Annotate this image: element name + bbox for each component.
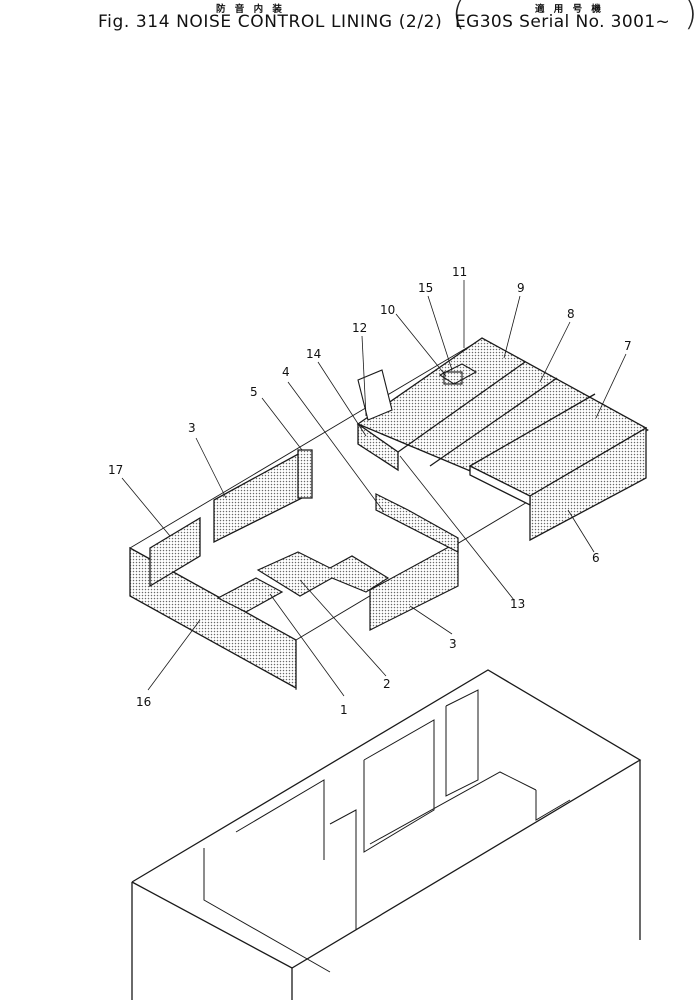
figure-header: 防 音 内 装 適 用 号 機 Fig. 314 NOISE CONTROL L… <box>0 0 698 48</box>
right-paren-glyph: ) <box>684 0 698 34</box>
callout-labels: 1 2 3 3 4 5 6 7 8 9 10 11 12 13 14 15 16… <box>108 265 632 717</box>
japanese-applicability-label: 適 用 号 機 <box>535 4 604 15</box>
callout-13: 13 <box>510 597 525 611</box>
callout-12: 12 <box>352 321 367 335</box>
callout-11: 11 <box>452 265 467 279</box>
callout-10: 10 <box>380 303 395 317</box>
floor-strips <box>216 493 459 631</box>
leader-lines <box>121 280 627 697</box>
callout-5: 5 <box>250 385 258 399</box>
callout-7: 7 <box>624 339 632 353</box>
callout-6: 6 <box>592 551 600 565</box>
figure-title: Fig. 314 NOISE CONTROL LINING (2/2) <box>98 12 443 32</box>
callout-17: 17 <box>108 463 123 477</box>
callout-16: 16 <box>136 695 151 709</box>
small-duct-parts <box>357 363 478 421</box>
callout-8: 8 <box>567 307 575 321</box>
callout-4: 4 <box>282 365 290 379</box>
callout-1: 1 <box>340 703 348 717</box>
enclosure-housing <box>131 669 642 1000</box>
applicability-text: EG30S Serial No. 3001~ <box>455 12 671 32</box>
callout-3-front: 3 <box>449 637 457 651</box>
callout-14: 14 <box>306 347 321 361</box>
callout-3-back: 3 <box>188 421 196 435</box>
left-paren-glyph: ( <box>452 0 466 34</box>
left-lining-frame <box>129 449 313 690</box>
callout-15: 15 <box>418 281 433 295</box>
callout-2: 2 <box>383 677 391 691</box>
right-lining-block <box>356 337 648 542</box>
callout-9: 9 <box>517 281 525 295</box>
japanese-title: 防 音 内 装 <box>216 4 285 15</box>
